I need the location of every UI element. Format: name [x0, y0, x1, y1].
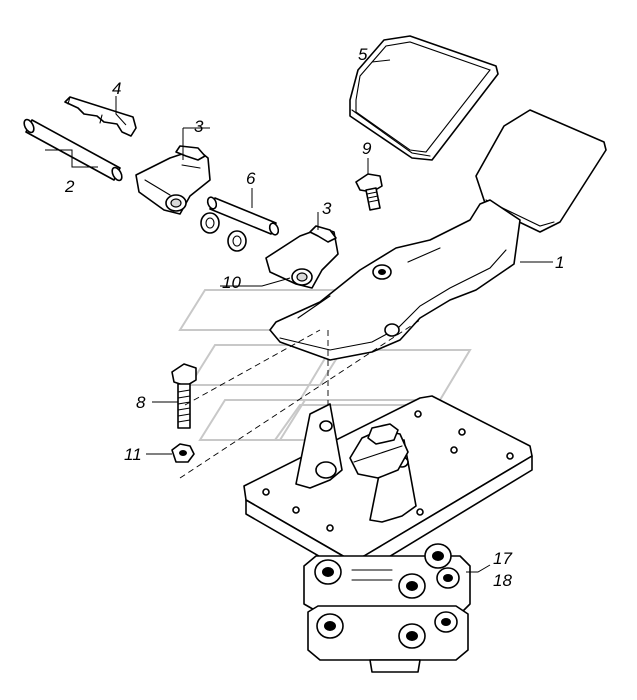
- callout-3-lower: 3: [322, 199, 332, 218]
- pivot-brackets: [295, 403, 417, 523]
- callout-10: 10: [222, 273, 241, 292]
- leader-lines: [45, 59, 553, 573]
- callout-11: 11: [124, 445, 142, 464]
- pin-long: [23, 118, 123, 182]
- spring-clip: [64, 96, 137, 137]
- pin-short: [206, 196, 280, 236]
- callout-4: 4: [112, 79, 121, 98]
- pedal-pad: [349, 35, 499, 161]
- callout-8: 8: [136, 393, 146, 412]
- callouts: 1 2 3 3 4 5 6 8 9 10 11 17 18: [64, 45, 564, 590]
- pedal-lever: [269, 109, 607, 361]
- long-bolt: [171, 363, 197, 429]
- brake-valve-body: [303, 543, 471, 673]
- callout-18: 18: [493, 571, 512, 590]
- clevis-fork-lower: [265, 225, 339, 289]
- clevis-fork-upper: [135, 145, 211, 215]
- small-bolt: [355, 173, 383, 211]
- callout-17: 17: [493, 549, 512, 568]
- callout-9: 9: [362, 139, 372, 158]
- callout-2: 2: [64, 177, 75, 196]
- washers: [200, 212, 247, 252]
- callout-6: 6: [246, 169, 256, 188]
- callout-3-upper: 3: [194, 117, 204, 136]
- callout-1: 1: [555, 253, 564, 272]
- callout-5: 5: [358, 45, 368, 64]
- nut: [171, 443, 195, 463]
